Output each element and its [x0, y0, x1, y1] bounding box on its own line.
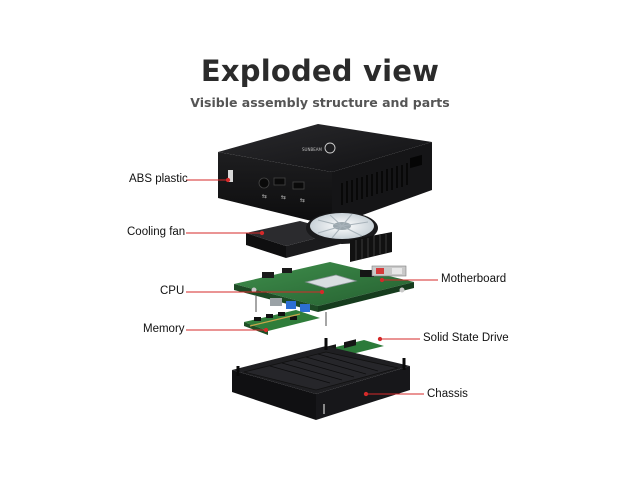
page-subtitle: Visible assembly structure and parts — [190, 95, 450, 110]
cooling-fan-assembly — [246, 212, 392, 262]
label-ssd: Solid State Drive — [423, 332, 509, 344]
svg-text:SUNBEAM: SUNBEAM — [302, 147, 322, 152]
svg-text:⇆: ⇆ — [262, 193, 267, 200]
label-motherboard: Motherboard — [441, 273, 507, 285]
svg-text:⇆: ⇆ — [300, 197, 305, 204]
abs-plastic-case: ⇆ ⇆ ⇆ SUNBEAM — [218, 124, 432, 226]
chassis-base — [232, 338, 410, 420]
memory-module — [244, 310, 320, 335]
label-abs-plastic: ABS plastic — [129, 173, 188, 185]
label-cooling-fan: Cooling fan — [127, 226, 186, 238]
label-memory: Memory — [143, 323, 185, 335]
leader-lines — [186, 177, 438, 397]
motherboard-board — [234, 262, 414, 326]
label-cpu: CPU — [160, 285, 185, 297]
label-chassis: Chassis — [427, 388, 468, 400]
page-title: Exploded view — [200, 54, 440, 88]
svg-text:⇆: ⇆ — [281, 194, 286, 201]
